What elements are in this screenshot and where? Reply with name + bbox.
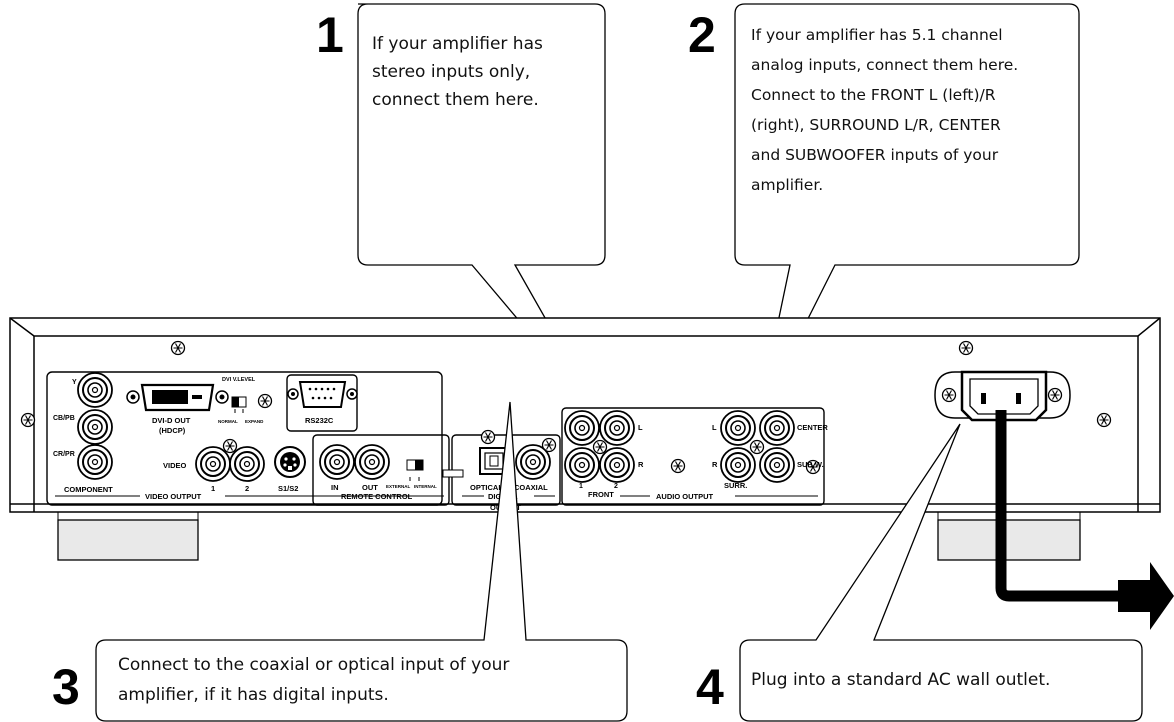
subwoofer-label: SUB W. bbox=[797, 460, 824, 469]
callout-1-line: If your amplifier has bbox=[372, 34, 543, 54]
screw-icon bbox=[670, 458, 686, 474]
screw-icon bbox=[958, 340, 974, 356]
front-r-jack-2-icon bbox=[599, 447, 635, 483]
center-l-label: L bbox=[712, 423, 717, 432]
subwoofer-jack-icon bbox=[759, 447, 795, 483]
remote-out-jack-icon bbox=[354, 444, 390, 480]
center-label: CENTER bbox=[797, 423, 828, 432]
screw-icon bbox=[170, 340, 186, 356]
dvi-level-label: DVI V.LEVEL bbox=[222, 377, 256, 383]
video-1-label: 1 bbox=[211, 484, 215, 493]
screw-icon bbox=[222, 438, 238, 454]
callout-2-line: analog inputs, connect them here. bbox=[751, 56, 1019, 74]
callout-2-line: If your amplifier has 5.1 channel bbox=[751, 26, 1003, 44]
coaxial-label: COAXIAL bbox=[514, 483, 548, 492]
slot bbox=[442, 469, 464, 478]
component-cb-jack-icon bbox=[77, 409, 113, 445]
front-l-jack-1-icon bbox=[564, 410, 600, 446]
surround-r-jack-icon bbox=[720, 447, 756, 483]
remote-in-label: IN bbox=[331, 483, 339, 492]
front-l-jack-2-icon bbox=[599, 410, 635, 446]
screw-icon bbox=[1096, 412, 1112, 428]
remote-in-jack-icon bbox=[319, 444, 355, 480]
coaxial-jack-icon bbox=[515, 444, 551, 480]
callout-3-box bbox=[95, 401, 628, 722]
front-1-label: 1 bbox=[579, 483, 583, 490]
remote-control-label: REMOTE CONTROL bbox=[341, 492, 413, 501]
audio-output-label: AUDIO OUTPUT bbox=[656, 492, 714, 501]
screw-icon bbox=[257, 393, 273, 409]
video-jack-1-icon bbox=[195, 446, 231, 482]
callout-3-text: Connect to the coaxial or optical input … bbox=[118, 650, 509, 710]
component-cb-label: CB/PB bbox=[53, 415, 75, 422]
callout-3-number: 3 bbox=[52, 659, 80, 715]
callout-4-box bbox=[739, 423, 1143, 722]
dvi-connector-icon bbox=[126, 383, 229, 412]
video-output-label: VIDEO OUTPUT bbox=[145, 492, 202, 501]
dvi-out-label: DVI-D OUT bbox=[152, 416, 191, 425]
callout-4-line: Plug into a standard AC wall outlet. bbox=[751, 670, 1051, 690]
screw-icon bbox=[592, 439, 608, 455]
surr-label: SURR. bbox=[724, 481, 747, 490]
center-l-jack-icon bbox=[720, 410, 756, 446]
callout-1-line: connect them here. bbox=[372, 90, 539, 110]
ac-inlet-icon bbox=[934, 370, 1071, 422]
front-2-label: 2 bbox=[614, 483, 618, 490]
external-label: EXTERNAL bbox=[386, 484, 411, 489]
callout-1-number: 1 bbox=[316, 7, 344, 63]
foot-left bbox=[57, 512, 199, 561]
callout-2-line: Connect to the FRONT L (left)/R bbox=[751, 86, 996, 104]
rs232c-label: RS232C bbox=[305, 416, 334, 425]
callout-3-line: Connect to the coaxial or optical input … bbox=[118, 655, 510, 675]
center-jack-icon bbox=[759, 410, 795, 446]
callout-1-line: stereo inputs only, bbox=[372, 62, 531, 82]
front-r-jack-1-icon bbox=[564, 447, 600, 483]
rs232c-connector-icon bbox=[287, 381, 358, 408]
s1s2-label: S1/S2 bbox=[278, 484, 298, 493]
foot-right bbox=[937, 512, 1081, 561]
screw-icon bbox=[749, 439, 765, 455]
screw-icon bbox=[480, 429, 496, 445]
internal-label: INTERNAL bbox=[414, 484, 437, 489]
callout-1-text: If your amplifier has stereo inputs only… bbox=[372, 30, 543, 114]
component-y-jack-icon bbox=[77, 372, 113, 408]
dvi-level-switch[interactable] bbox=[231, 396, 247, 413]
callout-2-line: and SUBWOOFER inputs of your bbox=[751, 146, 999, 164]
remote-out-label: OUT bbox=[362, 483, 378, 492]
callout-2-line: amplifier. bbox=[751, 176, 824, 194]
callout-2-number: 2 bbox=[688, 7, 716, 63]
front-label: FRONT bbox=[588, 490, 614, 499]
front-r-label: R bbox=[638, 460, 644, 469]
screw-icon bbox=[20, 412, 36, 428]
expand-label: EXPAND bbox=[245, 419, 264, 424]
component-cr-label: CR/PR bbox=[53, 451, 75, 458]
s-video-jack-icon bbox=[274, 446, 306, 478]
callout-4-number: 4 bbox=[696, 659, 724, 715]
component-y-label: Y bbox=[72, 379, 77, 386]
video-label: VIDEO bbox=[163, 461, 187, 470]
callout-2-text: If your amplifier has 5.1 channel analog… bbox=[751, 20, 1018, 200]
remote-switch[interactable] bbox=[406, 459, 424, 481]
callout-2-line: (right), SURROUND L/R, CENTER bbox=[751, 116, 1001, 134]
front-l-label: L bbox=[638, 423, 643, 432]
optical-label: OPTICAL bbox=[470, 483, 503, 492]
component-cr-jack-icon bbox=[77, 444, 113, 480]
surround-r-label: R bbox=[712, 460, 718, 469]
hdcp-label: (HDCP) bbox=[159, 426, 186, 435]
power-cord bbox=[995, 410, 1174, 630]
callout-3-line: amplifier, if it has digital inputs. bbox=[118, 685, 389, 705]
video-jack-2-icon bbox=[229, 446, 265, 482]
video-2-label: 2 bbox=[245, 484, 249, 493]
component-label: COMPONENT bbox=[64, 485, 113, 494]
callout-4-text: Plug into a standard AC wall outlet. bbox=[751, 665, 1050, 695]
normal-label: NORMAL bbox=[218, 419, 238, 424]
